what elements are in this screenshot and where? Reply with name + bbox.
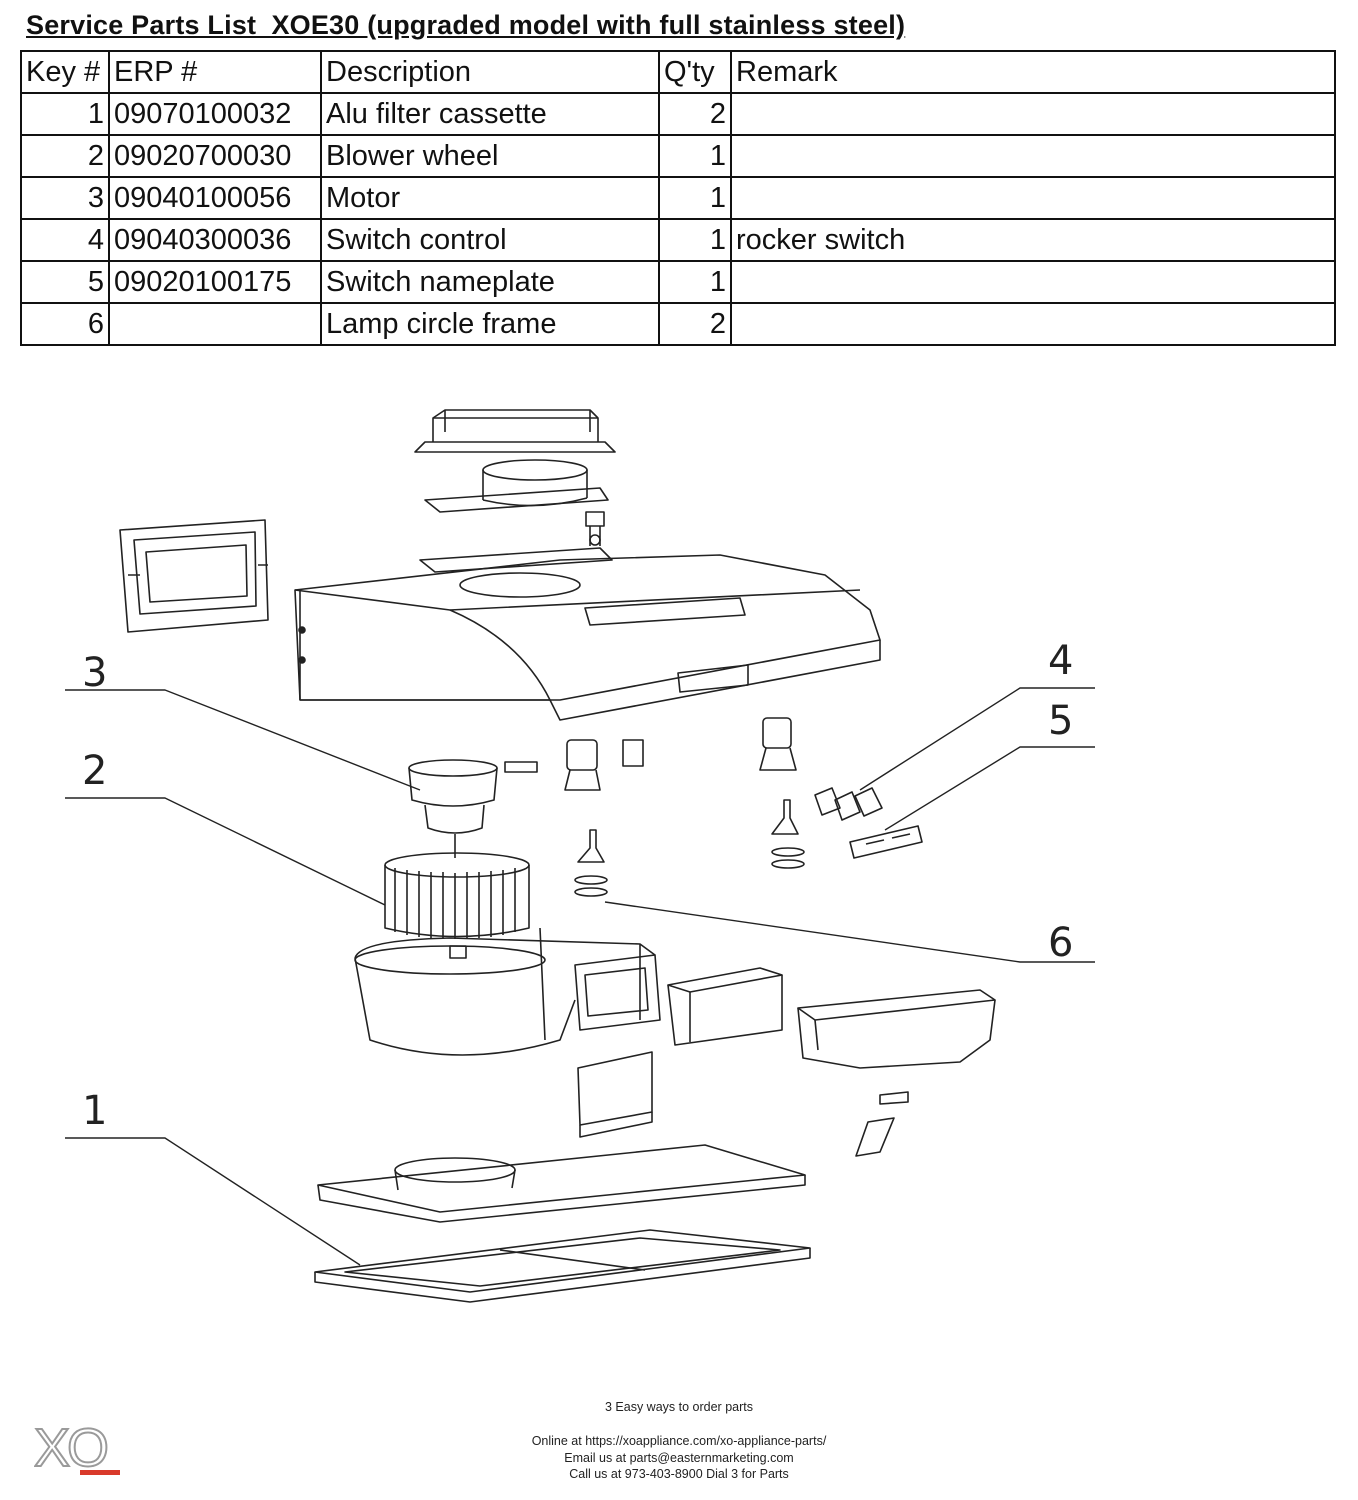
header-remark: Remark: [730, 50, 1336, 94]
table-row: 4 09040300036 Switch control 1 rocker sw…: [20, 218, 1336, 262]
header-key: Key #: [20, 50, 110, 94]
baffle-channel-part: [667, 967, 783, 1046]
hood-top-plate: [419, 547, 613, 573]
table-row: 5 09020100175 Switch nameplate 1: [20, 260, 1336, 304]
blower-housing-part: [354, 927, 661, 1056]
xo-logo: XO: [34, 1420, 120, 1478]
cell-description: Switch nameplate: [320, 260, 660, 304]
cell-remark: [730, 92, 1336, 136]
round-collar-part: [424, 459, 609, 513]
bottom-panel-part: [317, 1144, 806, 1223]
alu-filter-part: [314, 1229, 811, 1303]
damper-valve-part: [585, 511, 605, 546]
table-row: 3 09040100056 Motor 1: [20, 176, 1336, 220]
footer-email: Email us at parts@easternmarketing.com: [564, 1451, 794, 1465]
cell-qty: 1: [658, 218, 732, 262]
header-description: Description: [320, 50, 660, 94]
wall-bracket-part: [119, 519, 269, 633]
cell-description: Lamp circle frame: [320, 302, 660, 346]
callout-3: 3: [82, 650, 107, 696]
footer-online: Online at https://xoappliance.com/xo-app…: [531, 1434, 827, 1448]
cell-key: 2: [20, 134, 110, 178]
leader-lines: [65, 687, 1095, 1266]
cell-remark: [730, 302, 1336, 346]
cell-key: 4: [20, 218, 110, 262]
cell-erp: [108, 302, 322, 346]
cell-erp: 09040100056: [108, 176, 322, 220]
blower-wheel-part: [384, 852, 530, 959]
page-title: Service Parts List_XOE30 (upgraded model…: [26, 10, 906, 40]
cell-erp: 09040300036: [108, 218, 322, 262]
cell-key: 3: [20, 176, 110, 220]
callout-1: 1: [82, 1088, 107, 1134]
cell-erp: 09020100175: [108, 260, 322, 304]
cell-description: Motor: [320, 176, 660, 220]
cell-qty: 2: [658, 92, 732, 136]
cell-key: 1: [20, 92, 110, 136]
callout-5: 5: [1048, 698, 1073, 744]
cell-erp: 09020700030: [108, 134, 322, 178]
cell-key: 6: [20, 302, 110, 346]
range-hood-body-part: [294, 554, 881, 721]
cell-qty: 2: [658, 302, 732, 346]
cell-description: Alu filter cassette: [320, 92, 660, 136]
cell-remark: [730, 134, 1336, 178]
cell-qty: 1: [658, 134, 732, 178]
logo-text: XO: [34, 1420, 107, 1478]
callout-2: 2: [82, 748, 107, 794]
table-row: 1 09070100032 Alu filter cassette 2: [20, 92, 1336, 136]
table-header-row: Key # ERP # Description Q'ty Remark: [20, 50, 1336, 94]
callout-4: 4: [1048, 638, 1073, 684]
clip-part: [855, 1091, 909, 1157]
lamp-assembly-left: [564, 739, 644, 897]
cell-description: Blower wheel: [320, 134, 660, 178]
table-row: 2 09020700030 Blower wheel 1: [20, 134, 1336, 178]
exploded-parts-diagram: 3 2 1 4 5 6: [65, 409, 1095, 1303]
motor-part: [408, 759, 538, 858]
cell-remark: [730, 260, 1336, 304]
cell-erp: 09070100032: [108, 92, 322, 136]
switch-control-part: [814, 787, 883, 821]
table-row: 6 Lamp circle frame 2: [20, 302, 1336, 346]
duct-adapter-part: [414, 409, 616, 453]
grease-barrier-part: [577, 1051, 653, 1138]
lamp-assembly-right: [759, 717, 805, 869]
cell-remark: [730, 176, 1336, 220]
cell-qty: 1: [658, 260, 732, 304]
footer-phone: Call us at 973-403-8900 Dial 3 for Parts: [569, 1467, 789, 1481]
switch-nameplate-part: [849, 825, 923, 859]
footer-heading: 3 Easy ways to order parts: [605, 1400, 753, 1414]
callout-6: 6: [1048, 920, 1073, 966]
lamp-box-part: [797, 989, 996, 1069]
header-qty: Q'ty: [658, 50, 732, 94]
logo-accent-bar: [80, 1470, 120, 1475]
cell-remark: rocker switch: [730, 218, 1336, 262]
header-erp: ERP #: [108, 50, 322, 94]
parts-table: Key # ERP # Description Q'ty Remark 1 09…: [20, 50, 1336, 346]
cell-key: 5: [20, 260, 110, 304]
cell-qty: 1: [658, 176, 732, 220]
cell-description: Switch control: [320, 218, 660, 262]
